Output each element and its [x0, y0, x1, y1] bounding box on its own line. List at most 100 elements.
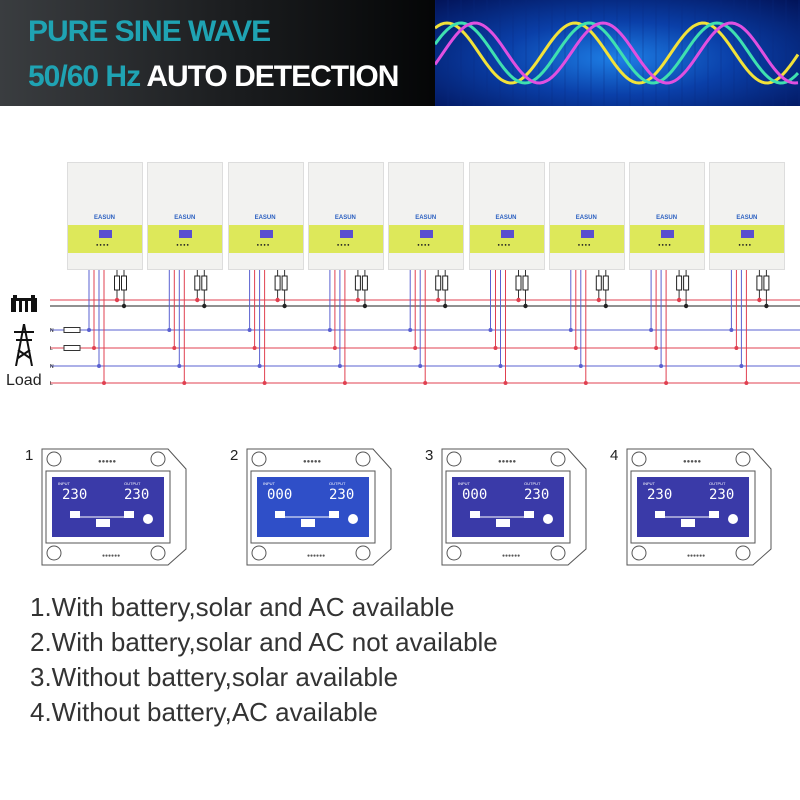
- junction-dot: [342, 381, 347, 385]
- sine-wave-1: [435, 21, 800, 85]
- junction-dot: [676, 297, 682, 303]
- inverter-panel-band: [228, 225, 303, 253]
- inverter-lcd: [259, 230, 273, 238]
- brand-logo: EASUN: [415, 215, 437, 221]
- breaker: [63, 345, 81, 351]
- fuse: [676, 275, 683, 291]
- svg-text:OUTPUT: OUTPUT: [709, 481, 726, 486]
- panel-number: 1: [25, 447, 34, 464]
- fuse: [194, 275, 201, 291]
- junction-dot: [252, 346, 257, 350]
- junction-dot: [408, 328, 413, 332]
- junction-dot: [177, 364, 182, 368]
- sine-wave-3: [435, 21, 799, 85]
- brand-logo: EASUN: [94, 215, 116, 221]
- inverter-unit: EASUN●●●●: [468, 162, 545, 270]
- junction-dot: [172, 346, 177, 350]
- fuse: [121, 275, 127, 291]
- inverter-buttons: ●●●●: [577, 242, 592, 247]
- svg-text:OUTPUT: OUTPUT: [524, 481, 541, 486]
- svg-text:230: 230: [124, 487, 149, 503]
- junction-dot: [182, 381, 187, 385]
- inverter-buttons: ●●●●: [256, 242, 271, 247]
- junction-dot: [423, 381, 428, 385]
- panel-number: 4: [610, 447, 619, 464]
- fuse: [274, 275, 281, 291]
- junction-dot: [327, 328, 332, 332]
- junction-dot: [739, 364, 744, 368]
- junction-dot: [362, 303, 368, 309]
- junction-dot: [654, 346, 659, 350]
- svg-text:INPUT: INPUT: [458, 481, 471, 486]
- banner-subtitle: 50/60 Hz AUTO DETECTION: [28, 60, 399, 94]
- junction-dot: [92, 346, 96, 350]
- junction-dot: [516, 297, 521, 303]
- fuse: [442, 275, 449, 291]
- inverter-buttons: ●●●●: [176, 242, 190, 247]
- junction-dot: [413, 346, 418, 350]
- svg-text:230: 230: [647, 487, 672, 503]
- brand-logo: EASUN: [174, 215, 196, 221]
- brand-logo: EASUN: [575, 215, 597, 221]
- caption-1: 1.With battery,solar and AC available: [30, 592, 455, 622]
- battery-icon: [10, 292, 38, 312]
- banner-title: PURE SINE WAVE: [28, 15, 271, 48]
- inverter-lcd: [99, 230, 112, 238]
- junction-dot: [764, 303, 769, 309]
- fuse: [756, 275, 763, 291]
- brand-logo: EASUN: [334, 215, 356, 221]
- svg-text:●●●●●: ●●●●●: [683, 459, 701, 465]
- junction-dot: [757, 297, 762, 303]
- terminal-label: N: [50, 328, 54, 334]
- inverter-unit: EASUN ●●●●: [388, 162, 465, 270]
- junction-dot: [488, 328, 493, 332]
- inverter-lcd: [741, 230, 755, 238]
- power-tower-icon: [12, 323, 36, 367]
- inverter-panel-band: [389, 225, 464, 253]
- fuse: [354, 275, 361, 291]
- junction-dot: [578, 364, 583, 368]
- svg-text:●●●●●●: ●●●●●●: [687, 553, 705, 559]
- inverter-buttons: ●●●●: [336, 242, 351, 247]
- junction-dot: [167, 328, 172, 332]
- inverter-panel-band: [710, 225, 785, 253]
- svg-text:●●●●●: ●●●●●: [498, 459, 516, 465]
- inverter-panel-band: [148, 225, 223, 253]
- junction-dot: [498, 364, 503, 368]
- inverter-panel-band: [549, 225, 624, 253]
- terminal-label: L: [50, 381, 53, 387]
- sine-wave-graphic: [435, 0, 800, 106]
- junction-dot: [436, 297, 441, 303]
- junction-dot: [337, 364, 342, 368]
- svg-text:230: 230: [329, 487, 354, 503]
- junction-dot: [247, 328, 252, 332]
- inverter-unit: EASUN ●●●●: [147, 162, 224, 270]
- inverter-buttons: ●●●●: [497, 242, 512, 247]
- junction-dot: [275, 297, 280, 303]
- junction-dot: [332, 346, 337, 350]
- brand-logo: EASUN: [254, 215, 276, 221]
- junction-dot: [257, 364, 262, 368]
- terminal-label: L: [50, 346, 53, 352]
- junction-dot: [102, 381, 106, 385]
- inverter-lcd: [339, 230, 353, 238]
- inverter-buttons: ●●●●: [417, 242, 431, 247]
- brand-logo: EASUN: [656, 215, 678, 221]
- fuse: [435, 275, 442, 291]
- junction-dot: [195, 297, 200, 303]
- junction-dot: [443, 303, 448, 309]
- inverter-unit: EASUN ●●●●: [548, 162, 625, 270]
- svg-text:000: 000: [267, 487, 292, 503]
- svg-text:230: 230: [62, 487, 87, 503]
- inverter-buttons: ●●●●: [658, 242, 672, 247]
- inverter-lcd: [580, 230, 594, 238]
- inverter-unit: EASUN ●●●●: [307, 162, 384, 270]
- svg-text:INPUT: INPUT: [263, 481, 276, 486]
- inverter-lcd: [420, 230, 434, 238]
- junction-dot: [202, 303, 207, 309]
- fuse: [763, 275, 770, 291]
